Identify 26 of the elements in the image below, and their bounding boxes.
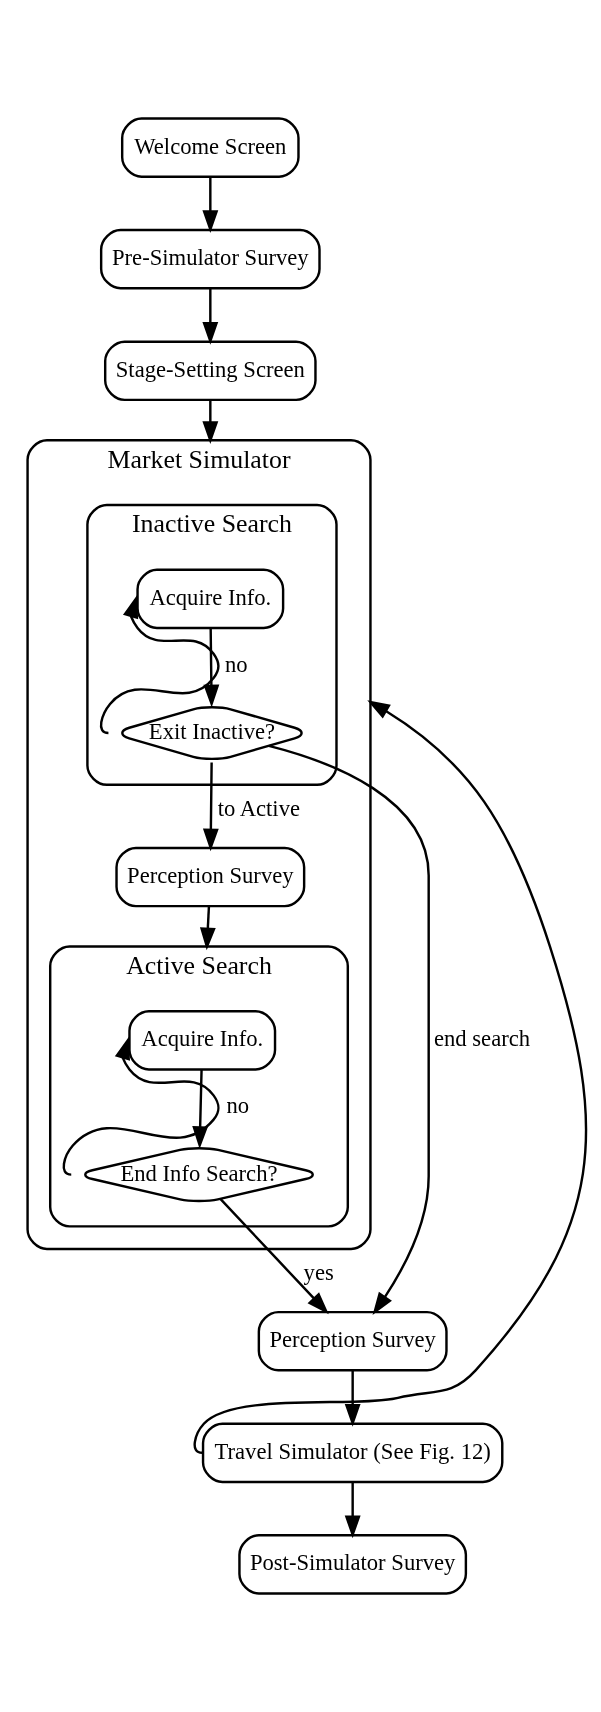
node-box: Stage-Setting Screen	[104, 340, 317, 402]
arrow	[203, 628, 220, 708]
arrow	[219, 1198, 329, 1315]
arrow	[202, 177, 219, 234]
edge-label: to Active	[217, 795, 301, 821]
node-box: Welcome Screen	[120, 117, 300, 178]
node-box: Post-Simulator Survey	[238, 1534, 468, 1595]
node-box: Travel Simulator (See Fig. 12)	[201, 1422, 504, 1484]
arrow	[62, 1036, 220, 1176]
node-box: Acquire Info.	[128, 1010, 277, 1071]
edge-label: end search	[434, 1026, 531, 1052]
node-box: Perception Survey	[115, 846, 306, 908]
arrow	[99, 595, 220, 735]
arrow	[202, 399, 219, 444]
arrow	[202, 762, 219, 852]
arrow	[268, 744, 430, 1315]
node-box: Acquire Info.	[136, 568, 285, 630]
arrow	[202, 288, 219, 345]
node-box: Pre-Simulator Survey	[99, 228, 321, 290]
arrow	[344, 1370, 361, 1427]
node-box: Perception Survey	[257, 1310, 448, 1372]
arrow	[199, 906, 216, 951]
edge-label: no	[224, 651, 248, 677]
edge-label: yes	[303, 1260, 334, 1286]
arrow	[344, 1482, 361, 1539]
edge-label: no	[226, 1093, 250, 1119]
